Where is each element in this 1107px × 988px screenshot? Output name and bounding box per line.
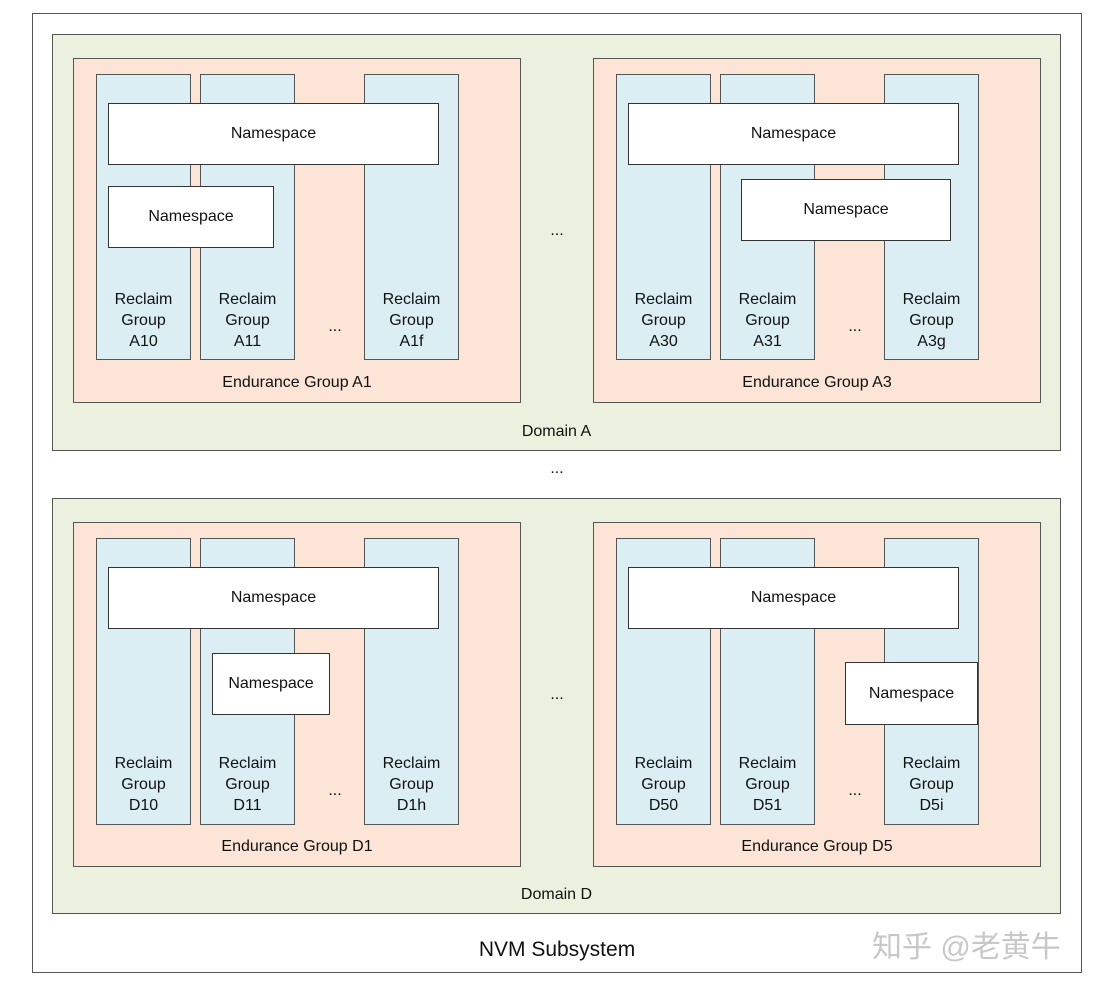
reclaim-group-label: Reclaim Group A30: [616, 289, 711, 352]
ellipsis: ...: [848, 318, 862, 335]
ellipsis: ...: [550, 686, 564, 703]
ellipsis: ...: [848, 782, 862, 799]
reclaim-group-label: Reclaim Group A3g: [884, 289, 979, 352]
label-line: Reclaim: [902, 755, 961, 772]
reclaim-group-label: Reclaim Group A11: [200, 289, 295, 352]
label-line: Group: [745, 312, 790, 329]
watermark: 知乎 @老黄牛: [872, 931, 1061, 964]
label-line: Reclaim: [634, 755, 693, 772]
reclaim-group-label: Reclaim Group D10: [96, 753, 191, 816]
label-line: A30: [649, 333, 678, 350]
ellipsis: ...: [550, 222, 564, 239]
label-line: Group: [909, 776, 954, 793]
label-line: A1f: [399, 333, 424, 350]
reclaim-group-label: Reclaim Group D1h: [364, 753, 459, 816]
namespace-box: Namespace: [741, 179, 951, 241]
label-line: D50: [648, 797, 679, 814]
label-line: Reclaim: [902, 291, 961, 308]
label-line: Reclaim: [382, 291, 441, 308]
namespace-box: Namespace: [845, 662, 978, 725]
reclaim-group-label: Reclaim Group A31: [720, 289, 815, 352]
ellipsis: ...: [328, 782, 342, 799]
namespace-box: Namespace: [212, 653, 330, 715]
label-line: D11: [233, 797, 262, 814]
label-line: Reclaim: [634, 291, 693, 308]
label-line: Reclaim: [738, 291, 797, 308]
label-line: Group: [641, 312, 686, 329]
label-line: A31: [753, 333, 782, 350]
label-line: Group: [745, 776, 790, 793]
reclaim-group-label: Reclaim Group D51: [720, 753, 815, 816]
label-line: Group: [389, 312, 434, 329]
label-line: D10: [128, 797, 159, 814]
reclaim-group-label: Reclaim Group A10: [96, 289, 191, 352]
label-line: D51: [752, 797, 783, 814]
namespace-box: Namespace: [108, 567, 439, 629]
reclaim-group-label: Reclaim Group D50: [616, 753, 711, 816]
label-line: Reclaim: [738, 755, 797, 772]
label-line: Group: [121, 776, 166, 793]
label-line: Group: [225, 776, 270, 793]
namespace-box: Namespace: [628, 567, 959, 629]
reclaim-group-label: Reclaim Group D11: [200, 753, 295, 816]
label-line: Reclaim: [218, 291, 277, 308]
namespace-box: Namespace: [108, 103, 439, 165]
endurance-group-label: Endurance Group A3: [742, 374, 892, 391]
label-line: D1h: [396, 797, 427, 814]
endurance-group-label: Endurance Group D5: [741, 838, 893, 855]
label-line: A10: [129, 333, 158, 350]
label-line: Group: [641, 776, 686, 793]
domain-label: Domain D: [520, 886, 593, 903]
domain-label: Domain A: [521, 423, 592, 440]
endurance-group-label: Endurance Group D1: [221, 838, 373, 855]
namespace-box: Namespace: [108, 186, 274, 248]
endurance-group-label: Endurance Group A1: [222, 374, 372, 391]
reclaim-group-label: Reclaim Group A1f: [364, 289, 459, 352]
label-line: A3g: [917, 333, 946, 350]
label-line: Reclaim: [114, 291, 173, 308]
reclaim-group-label: Reclaim Group D5i: [884, 753, 979, 816]
ellipsis: ...: [328, 318, 342, 335]
label-line: Group: [909, 312, 954, 329]
ellipsis: ...: [550, 460, 564, 477]
subsystem-title: NVM Subsystem: [478, 938, 636, 961]
label-line: Group: [389, 776, 434, 793]
namespace-box: Namespace: [628, 103, 959, 165]
label-line: Reclaim: [382, 755, 441, 772]
label-line: Group: [225, 312, 270, 329]
label-line: Reclaim: [218, 755, 277, 772]
label-line: D5i: [919, 797, 944, 814]
label-line: Reclaim: [114, 755, 173, 772]
label-line: Group: [121, 312, 166, 329]
label-line: A11: [233, 333, 262, 350]
